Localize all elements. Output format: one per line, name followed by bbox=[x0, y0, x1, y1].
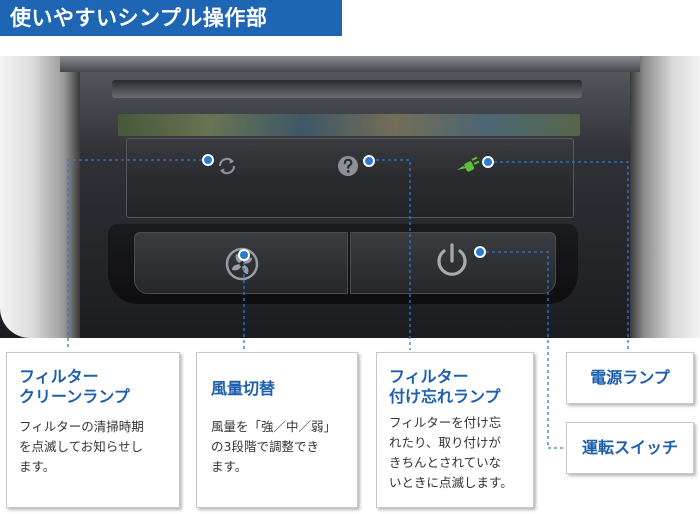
callout-description: フィルターを付け忘 れたり、取り付けが きちんとされていな いときに点滅します。 bbox=[389, 415, 513, 490]
callout-description: フィルターの清掃時期 を点滅してお知らせし ます。 bbox=[19, 419, 144, 474]
callout-fan-switch: 風量切替 風量を「強／中／弱」 の3段階で調整でき ます。 bbox=[196, 352, 358, 508]
air-outlet-slot bbox=[112, 80, 582, 98]
callout-title: 風量切替 bbox=[211, 379, 276, 398]
callout-title: フィルター 付け忘れランプ bbox=[389, 367, 501, 406]
callout-title: 電源ランプ bbox=[590, 368, 670, 387]
callout-title: 運転スイッチ bbox=[581, 438, 678, 457]
display-window bbox=[118, 114, 580, 136]
page-title-text: 使いやすいシンプル操作部 bbox=[10, 6, 268, 30]
callout-power-switch: 運転スイッチ bbox=[566, 422, 694, 474]
device-control-panel-photo bbox=[0, 56, 700, 338]
callout-power-lamp: 電源ランプ bbox=[566, 352, 694, 404]
callout-filter-forget-lamp: フィルター 付け忘れランプ フィルターを付け忘 れたり、取り付けが きちんとされ… bbox=[376, 352, 534, 508]
plug-icon bbox=[454, 154, 482, 178]
callout-filter-clean-lamp: フィルター クリーンランプ フィルターの清掃時期 を点滅してお知らせし ます。 bbox=[6, 352, 180, 508]
callout-description: 風量を「強／中／弱」 の3段階で調整でき ます。 bbox=[211, 419, 337, 474]
power-icon bbox=[432, 238, 472, 284]
fan-icon bbox=[222, 244, 262, 284]
callout-title: フィルター クリーンランプ bbox=[19, 367, 130, 406]
page-title: 使いやすいシンプル操作部 bbox=[0, 0, 342, 36]
refresh-icon bbox=[212, 154, 242, 178]
question-icon bbox=[334, 152, 362, 180]
